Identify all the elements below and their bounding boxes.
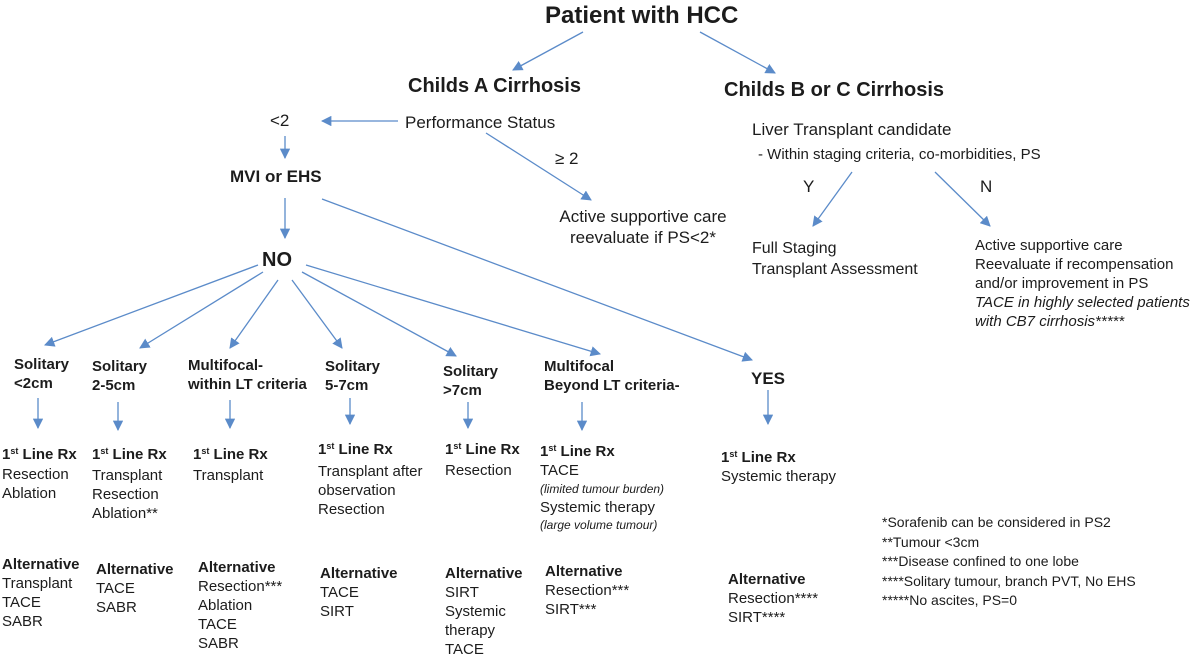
rx-list-5: Resection <box>445 462 512 479</box>
rx-heading-2: 1st Line Rx <box>92 446 167 463</box>
arrow-title-to-childs-bc <box>699 31 776 74</box>
branch-yes: Y <box>803 177 815 196</box>
arrow-no-to-b1 <box>44 264 259 347</box>
rx-list-7: Systemic therapy <box>721 468 837 485</box>
arrow-no-to-b6 <box>305 264 601 357</box>
ps-less-than-2: <2 <box>270 111 290 130</box>
arrow-no-to-b2 <box>139 271 264 349</box>
arrow-transplant-y <box>812 171 853 227</box>
footnotes: *Sorafenib can be considered in PS2**Tum… <box>882 514 1136 608</box>
arrow-no-to-b5 <box>301 271 457 357</box>
arrow-transplant-n <box>934 171 991 227</box>
childs-a-cirrhosis: Childs A Cirrhosis <box>408 75 581 97</box>
rx-list-6: TACE (limited tumour burden) Systemic th… <box>540 462 665 532</box>
arrow-mvi-to-yes <box>321 198 753 362</box>
rx-heading-6: 1st Line Rx <box>540 443 615 460</box>
category-multifocal-within-lt: Multifocal-within LT criteria <box>188 357 307 393</box>
rx-heading-5: 1st Line Rx <box>445 441 520 458</box>
rx-list-3: Transplant <box>193 467 264 484</box>
performance-status: Performance Status <box>405 113 556 132</box>
branch-no: N <box>980 177 993 196</box>
rx-heading-4: 1st Line Rx <box>318 441 393 458</box>
no-node: NO <box>262 249 292 271</box>
category-solitary-gt7cm: Solitary>7cm <box>443 363 499 399</box>
arrow-title-to-childs-a <box>512 31 584 71</box>
arrow-no-to-b3 <box>229 279 279 349</box>
rx-heading-1: 1st Line Rx <box>2 446 77 463</box>
rx-heading-3: 1st Line Rx <box>193 446 268 463</box>
arrow-no-to-b4 <box>291 279 343 349</box>
yes-node: YES <box>751 369 786 388</box>
transplant-criteria: - Within staging criteria, co-morbiditie… <box>758 146 1041 163</box>
category-solitary-lt2cm: Solitary<2cm <box>14 356 70 392</box>
rx-heading-7: 1st Line Rx <box>721 449 796 466</box>
childs-bc-cirrhosis: Childs B or C Cirrhosis <box>724 79 945 101</box>
arrow-ps-to-ge2 <box>485 132 592 201</box>
mvi-or-ehs: MVI or EHS <box>230 167 322 186</box>
ps-greater-equal-2: ≥ 2 <box>555 149 579 168</box>
liver-transplant-candidate: Liver Transplant candidate <box>752 120 952 139</box>
diagram-title: Patient with HCC <box>545 2 739 29</box>
